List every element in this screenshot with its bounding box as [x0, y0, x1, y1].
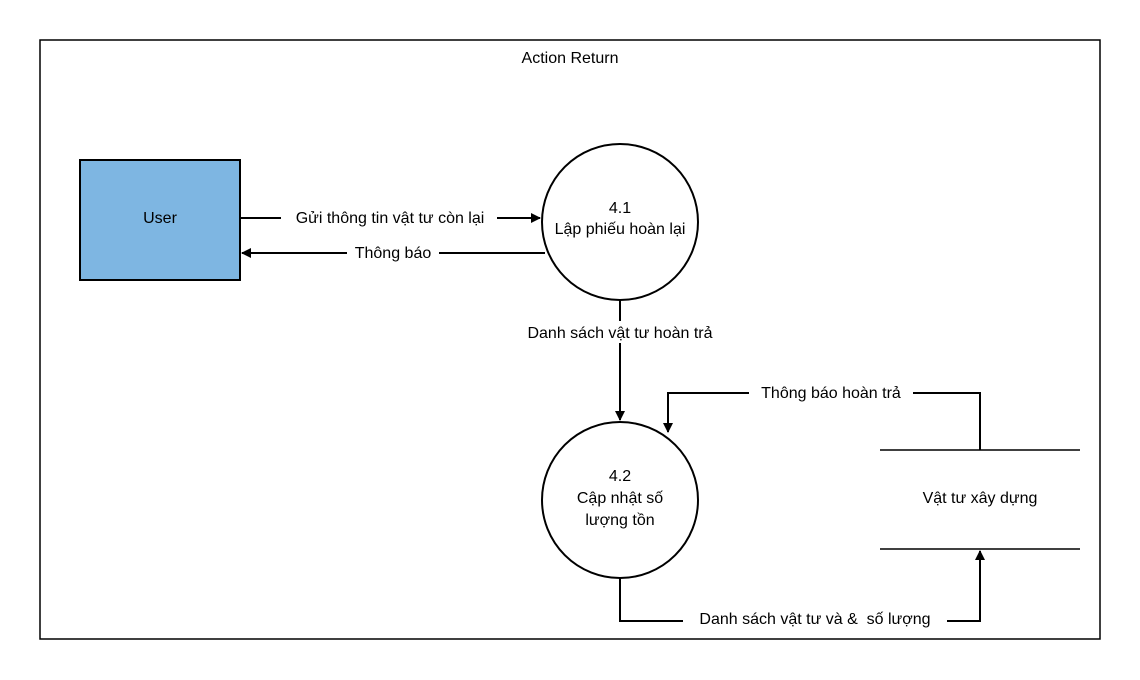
flow-p42-to-store-label: Danh sách vật tư và & số lượng: [699, 611, 930, 628]
process-4-2-name-line1: Cập nhật số: [577, 490, 663, 507]
process-4-1-name: Lập phiếu hoàn lại: [555, 221, 686, 238]
flow-p41-to-p42-label: Danh sách vật tư hoàn trả: [527, 325, 712, 342]
frame-title: Action Return: [522, 50, 619, 67]
user-entity-label: User: [143, 210, 177, 227]
process-4-2-name-line2: lượng tồn: [585, 512, 654, 529]
flow-p41-to-user-label: Thông báo: [355, 245, 432, 262]
data-store-label: Vật tư xây dựng: [923, 490, 1038, 507]
user-entity[interactable]: [79, 159, 241, 281]
process-4-2-id: 4.2: [609, 468, 631, 485]
diagram-frame: [39, 39, 1101, 640]
process-4-1-id: 4.1: [609, 200, 631, 217]
flow-store-to-p42-label: Thông báo hoàn trả: [761, 385, 901, 402]
flow-user-to-p41-label: Gửi thông tin vật tư còn lại: [296, 210, 485, 227]
